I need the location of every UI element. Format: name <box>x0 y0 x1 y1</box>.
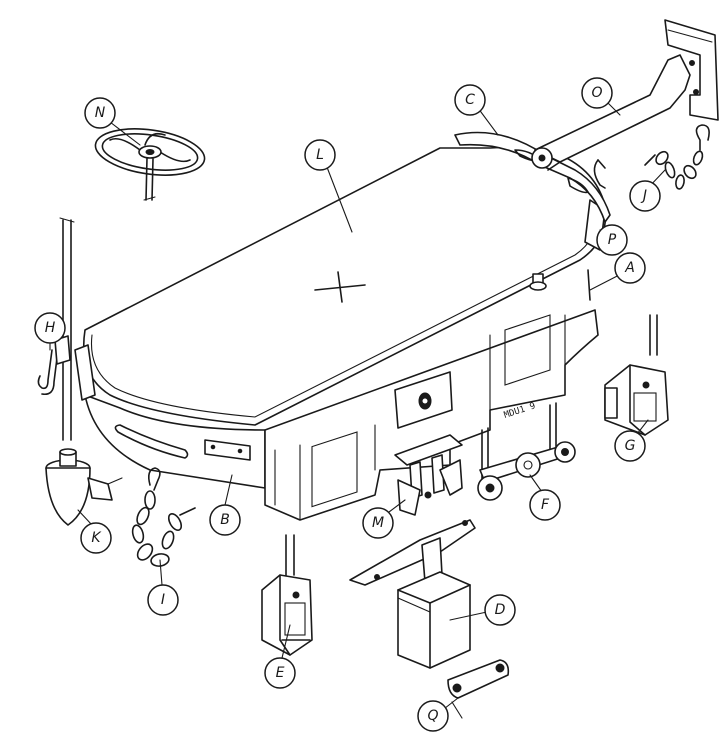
part-q-link-plate <box>447 659 510 719</box>
callout-b: B <box>209 504 241 536</box>
callout-o-text: O <box>591 85 602 101</box>
callout-f: F <box>529 489 561 521</box>
callout-p-text: P <box>608 232 617 248</box>
part-m-bracket <box>394 434 463 516</box>
part-j-chain <box>644 124 710 190</box>
callout-e-text: E <box>276 665 285 681</box>
callout-i-text: I <box>161 592 165 608</box>
callout-o: O <box>581 77 613 109</box>
part-f-link-assembly <box>477 402 576 501</box>
part-n-handwheel <box>94 128 206 201</box>
callout-h-text: H <box>45 320 56 336</box>
part-k-buffer <box>45 448 123 526</box>
callout-f-text: F <box>541 497 550 513</box>
wagon-underframe: MDU1 9 <box>84 269 599 521</box>
callout-c: C <box>454 84 486 116</box>
callout-k: K <box>80 522 112 554</box>
callout-d-text: D <box>495 602 506 618</box>
callout-m: M <box>362 507 394 539</box>
part-d-anvil <box>349 519 476 669</box>
callout-a-text: A <box>624 260 635 276</box>
callout-h: H <box>34 312 66 344</box>
callout-g: G <box>614 430 646 462</box>
callout-q: Q <box>417 700 449 732</box>
callout-m-text: M <box>372 515 384 531</box>
callout-j-text: J <box>640 188 647 204</box>
part-e-axlebox <box>261 534 313 656</box>
callout-i: I <box>147 584 179 616</box>
callout-q-text: Q <box>427 708 438 724</box>
callout-k-text: K <box>91 530 102 546</box>
part-i-chain <box>131 467 196 567</box>
callout-n-text: N <box>95 105 106 121</box>
part-g-axlebox <box>604 314 669 436</box>
callout-e: E <box>264 657 296 689</box>
callout-n: N <box>84 97 116 129</box>
callout-l: L <box>304 139 336 171</box>
callout-l-text: L <box>316 147 324 163</box>
callout-c-text: C <box>465 92 475 108</box>
part-o-drawbar <box>531 19 719 189</box>
callout-d: D <box>484 594 516 626</box>
callout-b-text: B <box>220 512 230 528</box>
callout-p: P <box>596 224 628 256</box>
callout-a: A <box>614 252 646 284</box>
callout-j: J <box>629 180 661 212</box>
callout-g-text: G <box>625 438 636 454</box>
